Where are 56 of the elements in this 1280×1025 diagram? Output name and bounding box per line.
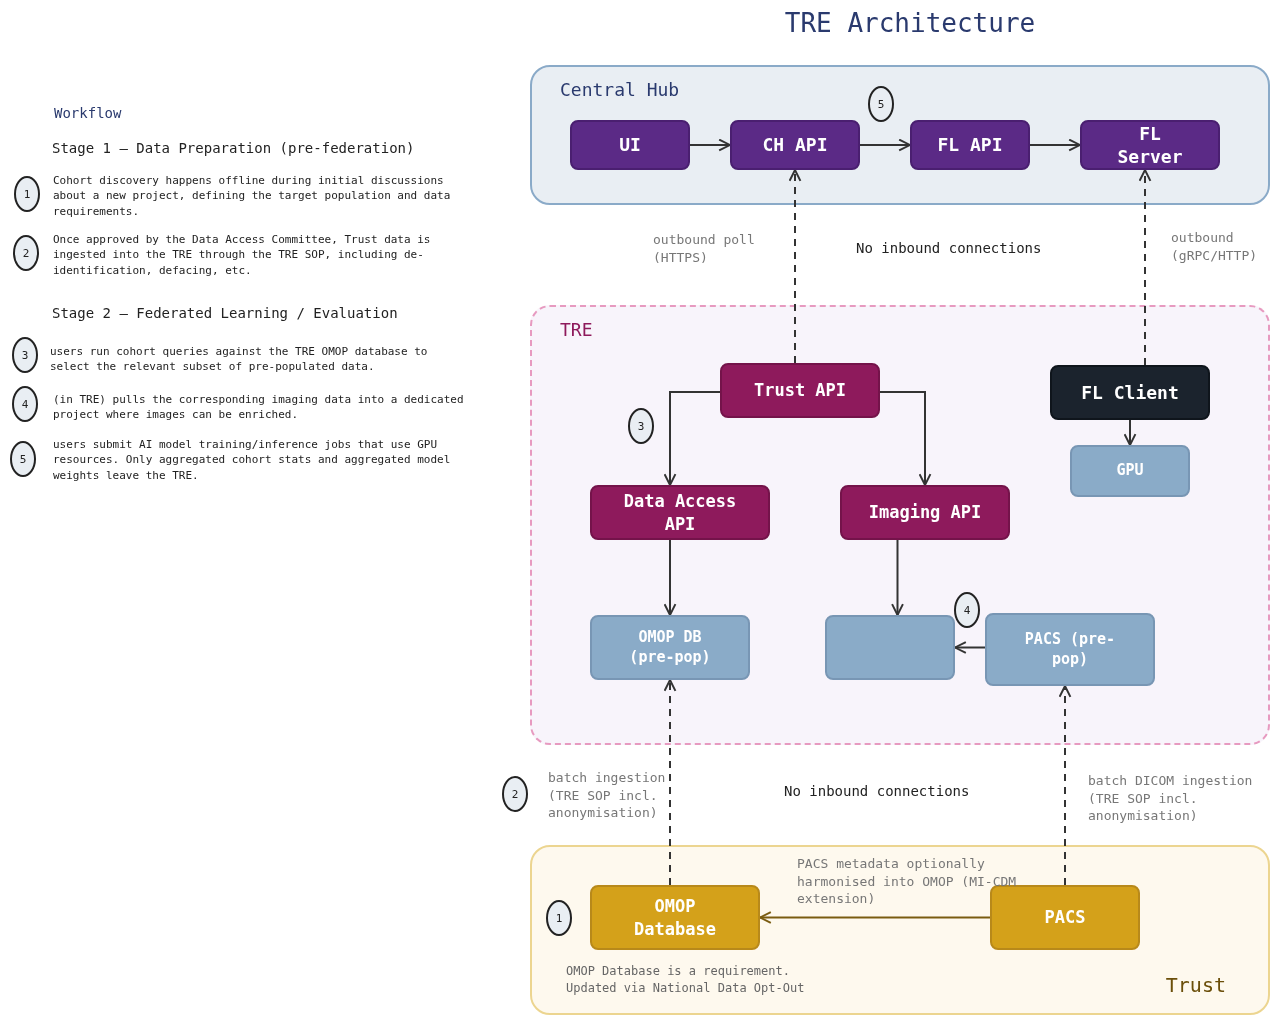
process-box: CH API (730, 120, 860, 170)
step-description: (in TRE) pulls the corresponding imaging data into a dedicated project where images can be enriched. (53, 392, 465, 423)
dashed-arrow (663, 679, 677, 886)
empty-box (825, 615, 955, 680)
stage-heading: Stage 2 – Federated Learning / Evaluation (52, 305, 398, 321)
arrow (759, 911, 991, 924)
note-text: No inbound connections (784, 783, 970, 799)
step-description: Once approved by the Data Access Committee, Trust data is ingested into the TRE through the TRE SOP, including de-identification, defacing, etc. (53, 232, 432, 279)
callout-number: 1 (14, 176, 40, 212)
process-box: UI (570, 120, 690, 170)
diagram-title: TRE Architecture (783, 8, 1037, 38)
process-box: OMOP DB (pre-pop) (590, 615, 750, 680)
arrow (1029, 138, 1081, 152)
group-panel (530, 65, 1270, 205)
process-box: GPU (1070, 445, 1190, 497)
edge-label: batch DICOM ingestion (TRE SOP incl. anonymisation) (1088, 772, 1254, 825)
step-description: users submit AI model training/inference jobs that use GPU resources. Only aggregated cohort stats and aggregated model weights leave the TRE. (53, 437, 452, 484)
group-title: Central Hub (560, 79, 680, 100)
edge-label: outbound (gRPC/HTTP) (1171, 229, 1259, 265)
callout-number: 4 (12, 386, 38, 422)
edge-label: outbound poll (HTTPS) (653, 231, 756, 267)
note-text: No inbound connections (856, 240, 1042, 256)
process-box: FL Client (1050, 365, 1210, 420)
process-box: PACS (pre-pop) (985, 613, 1155, 686)
arrow (954, 641, 986, 654)
arrow (689, 138, 731, 152)
group-title: Trust (1165, 973, 1226, 997)
process-box: FL API (910, 120, 1030, 170)
callout-number: 2 (13, 235, 39, 271)
dashed-arrow (1058, 685, 1072, 886)
arrow (663, 391, 721, 486)
process-box: Trust API (720, 363, 880, 418)
arrow (859, 138, 911, 152)
callout-number: 5 (10, 441, 36, 477)
arrow (891, 539, 904, 616)
section-heading: Workflow (54, 105, 122, 121)
callout-number: 3 (12, 337, 38, 373)
group-panel (530, 305, 1270, 745)
process-box: PACS (990, 885, 1140, 950)
process-box: OMOP Database (590, 885, 760, 950)
stage-heading: Stage 1 – Data Preparation (pre-federation) (52, 140, 415, 156)
group-panel (530, 845, 1270, 1015)
arrow (663, 539, 677, 616)
step-description: Cohort discovery happens offline during initial discussions about a new project, defining the target population and data requirements. (53, 173, 452, 220)
arrow (879, 391, 932, 486)
dashed-arrow (1138, 169, 1152, 366)
group-title: TRE (560, 319, 593, 340)
callout-number: 2 (502, 776, 528, 812)
arrow (1123, 419, 1137, 446)
step-description: users run cohort queries against the TRE OMOP database to select the relevant subset of pre-populated data. (50, 344, 429, 375)
process-box: Imaging API (840, 485, 1010, 540)
process-box: FL Server (1080, 120, 1220, 170)
edge-label: batch ingestion (TRE SOP incl. anonymisation) (548, 769, 667, 822)
dashed-arrow (788, 169, 802, 364)
process-box: Data Access API (590, 485, 770, 540)
note-text: OMOP Database is a requirement. Updated via National Data Opt-Out (566, 963, 806, 998)
